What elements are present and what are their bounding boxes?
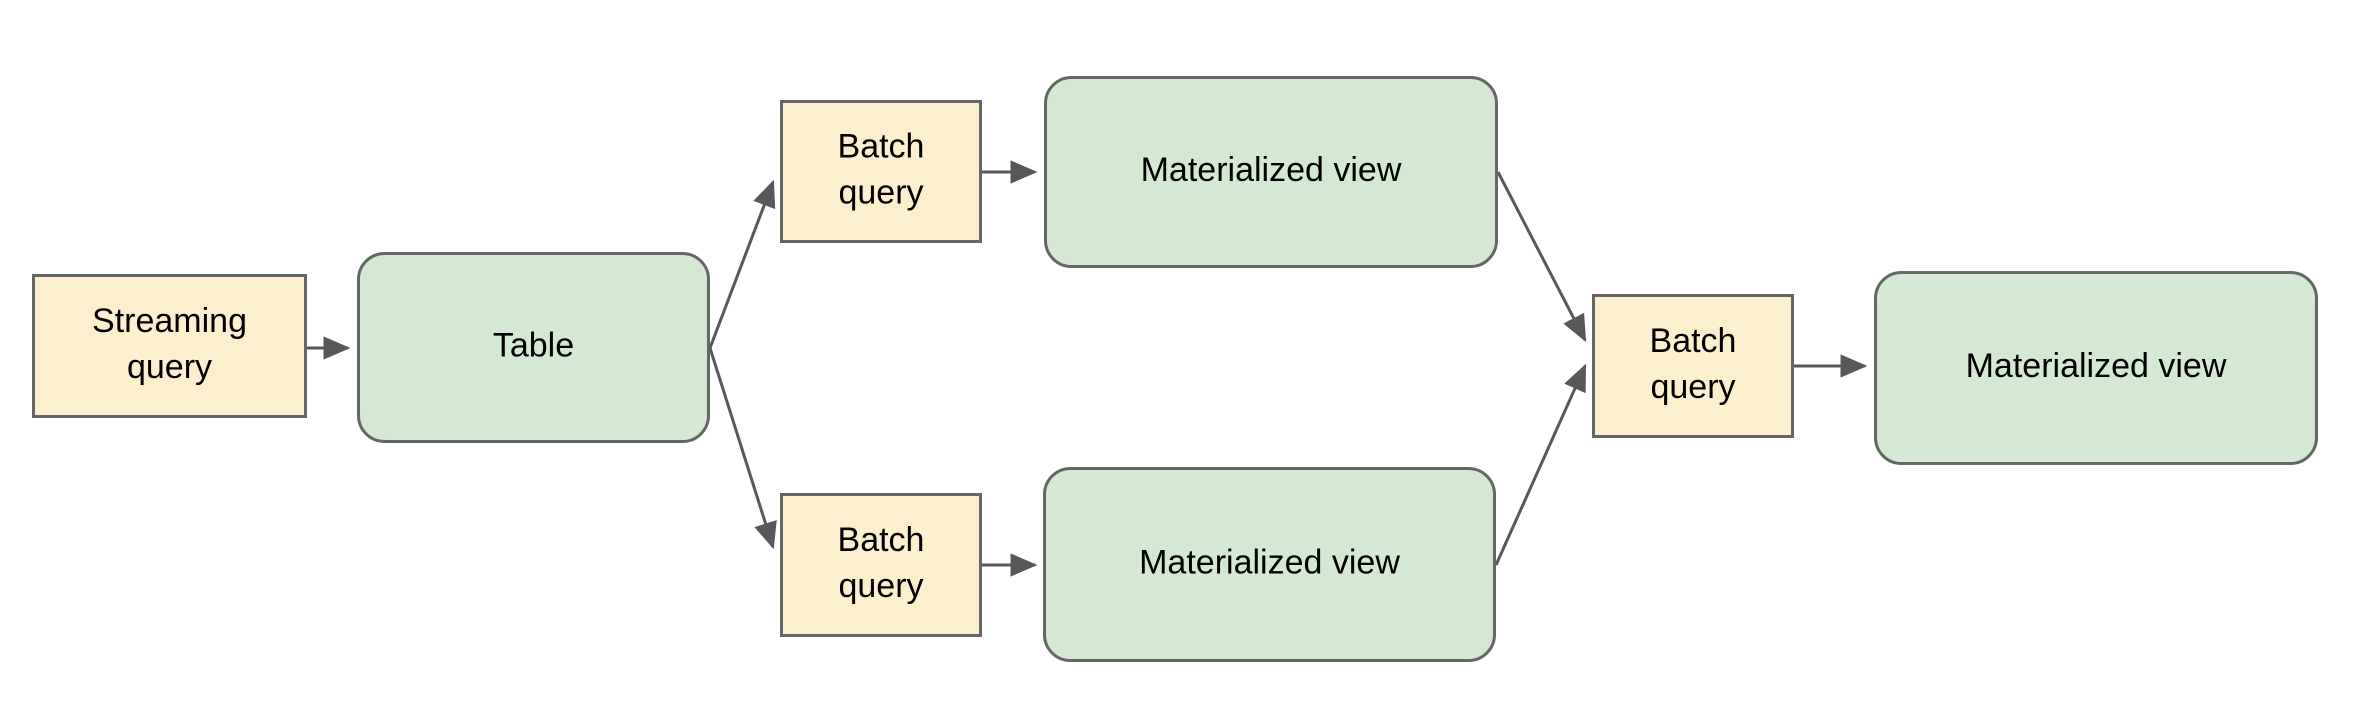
node-label-line: Batch bbox=[838, 127, 925, 165]
node-label-batch-query-join: Batch query bbox=[1650, 322, 1737, 406]
node-label-batch-query-bottom: Batch query bbox=[838, 521, 925, 605]
node-shape-streaming-query bbox=[32, 274, 307, 418]
node-label-line: Materialized view bbox=[1966, 347, 2227, 385]
node-label-line: query bbox=[838, 567, 923, 605]
node-batch-query-join[interactable]: Batch query bbox=[1592, 294, 1794, 438]
node-label-streaming-query: Streaming query bbox=[92, 302, 247, 386]
node-label-line: Materialized view bbox=[1139, 543, 1400, 581]
edge-materialized-view-top-to-batch-query-join bbox=[1496, 171, 1587, 343]
node-label-materialized-view-top: Materialized view bbox=[1141, 151, 1402, 189]
node-shape-materialized-view-bottom bbox=[1043, 467, 1496, 662]
node-label-line: query bbox=[838, 173, 923, 211]
node-label-line: Batch bbox=[1650, 322, 1737, 360]
edge-table-to-batch-query-bottom bbox=[708, 347, 777, 550]
node-label-materialized-view-bottom: Materialized view bbox=[1139, 543, 1400, 581]
node-label-line: query bbox=[1650, 368, 1735, 406]
node-shape-batch-query-bottom bbox=[780, 493, 982, 637]
edge-table-to-batch-query-top bbox=[708, 179, 776, 349]
node-label-line: query bbox=[127, 348, 212, 386]
edge-materialized-view-bottom-to-batch-query-join bbox=[1494, 363, 1587, 566]
node-materialized-view-bottom[interactable]: Materialized view bbox=[1043, 467, 1496, 662]
node-shape-batch-query-top bbox=[780, 100, 982, 243]
node-label-line: Materialized view bbox=[1141, 151, 1402, 189]
node-materialized-view-top[interactable]: Materialized view bbox=[1044, 76, 1498, 268]
node-label-batch-query-top: Batch query bbox=[838, 127, 925, 211]
node-shape-table bbox=[357, 252, 710, 443]
node-batch-query-top[interactable]: Batch query bbox=[780, 100, 982, 243]
node-label-line: Streaming bbox=[92, 302, 247, 340]
node-label-line: Table bbox=[493, 326, 574, 364]
node-shape-materialized-view-final bbox=[1874, 271, 2318, 465]
node-label-line: Batch bbox=[838, 521, 925, 559]
node-label-table: Table bbox=[493, 326, 574, 364]
node-materialized-view-final[interactable]: Materialized view bbox=[1874, 271, 2318, 465]
node-streaming-query[interactable]: Streaming query bbox=[32, 274, 307, 418]
node-shape-materialized-view-top bbox=[1044, 76, 1498, 268]
node-batch-query-bottom[interactable]: Batch query bbox=[780, 493, 982, 637]
node-table[interactable]: Table bbox=[357, 252, 710, 443]
node-shape-batch-query-join bbox=[1592, 294, 1794, 438]
node-label-materialized-view-final: Materialized view bbox=[1966, 347, 2227, 385]
edges-layer bbox=[307, 160, 1868, 577]
